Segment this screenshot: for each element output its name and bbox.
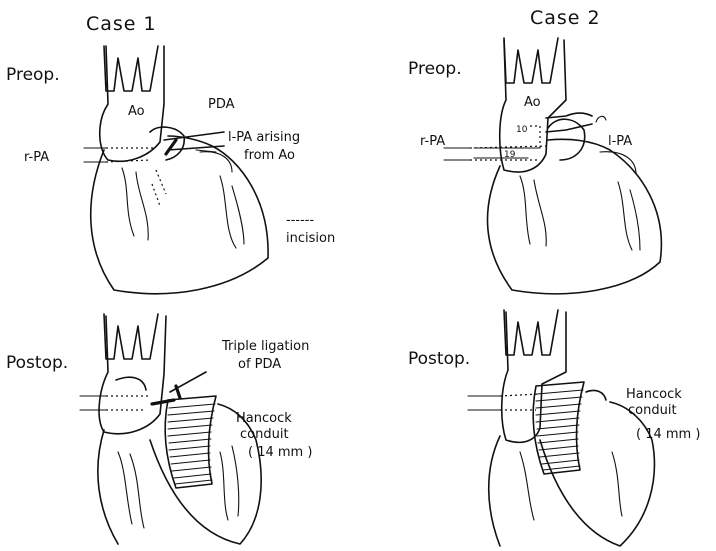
case1-title: Case 1 bbox=[86, 13, 157, 35]
case1-preop-lpa-label-line1: l-PA arising bbox=[228, 130, 300, 145]
case1-preop-ao-label: Ao bbox=[128, 104, 145, 119]
case1-postop-conduit-line1: Hancock bbox=[236, 411, 292, 426]
case1-preop-legend-text: incision bbox=[286, 231, 335, 246]
case2-postop-conduit-line2: conduit bbox=[628, 403, 677, 418]
case1-postop-ligation-line2: of PDA bbox=[238, 357, 281, 372]
case2-preop-ao-label: Ao bbox=[524, 95, 541, 110]
case1-preop-legend-line: ------ bbox=[286, 213, 314, 228]
case1-postop-conduit-line2: conduit bbox=[240, 427, 289, 442]
case2-postop-heart-drawing bbox=[468, 310, 654, 546]
case2-postop-panel: Postop. Hancock conduit ( 14 mm ) bbox=[408, 310, 700, 546]
case2-preop-dim-b: 19 bbox=[504, 150, 516, 160]
case2-title: Case 2 bbox=[530, 7, 601, 29]
case1-preop-panel: Preop. Ao PDA r-PA l-PA arising from Ao … bbox=[6, 46, 335, 294]
case1-preop-stage: Preop. bbox=[6, 65, 60, 85]
case1-preop-pda-label: PDA bbox=[208, 97, 235, 112]
case1-preop-rpa-label: r-PA bbox=[24, 150, 49, 165]
case2-preop-lpa-label: l-PA bbox=[608, 134, 632, 149]
case1-postop-conduit-size: ( 14 mm ) bbox=[248, 445, 312, 460]
case1-postop-ligation-line1: Triple ligation bbox=[221, 339, 309, 354]
case1-preop-lpa-label-line2: from Ao bbox=[244, 148, 295, 163]
case1-preop-heart-drawing bbox=[84, 46, 268, 294]
case2-preop-rpa-label: r-PA bbox=[420, 134, 445, 149]
case1-postop-stage: Postop. bbox=[6, 353, 68, 373]
case2-preop-stage: Preop. bbox=[408, 59, 462, 79]
case2-preop-heart-drawing bbox=[444, 38, 661, 294]
case2-postop-conduit-line1: Hancock bbox=[626, 387, 682, 402]
case2-preop-panel: Preop. Ao r-PA l-PA 10 19 bbox=[408, 38, 661, 294]
case2-postop-stage: Postop. bbox=[408, 349, 470, 369]
case2-postop-conduit-size: ( 14 mm ) bbox=[636, 427, 700, 442]
case2-preop-dim-a: 10 bbox=[516, 125, 528, 135]
case1-postop-panel: Postop. Triple ligation of PDA Hancock c… bbox=[6, 314, 312, 544]
